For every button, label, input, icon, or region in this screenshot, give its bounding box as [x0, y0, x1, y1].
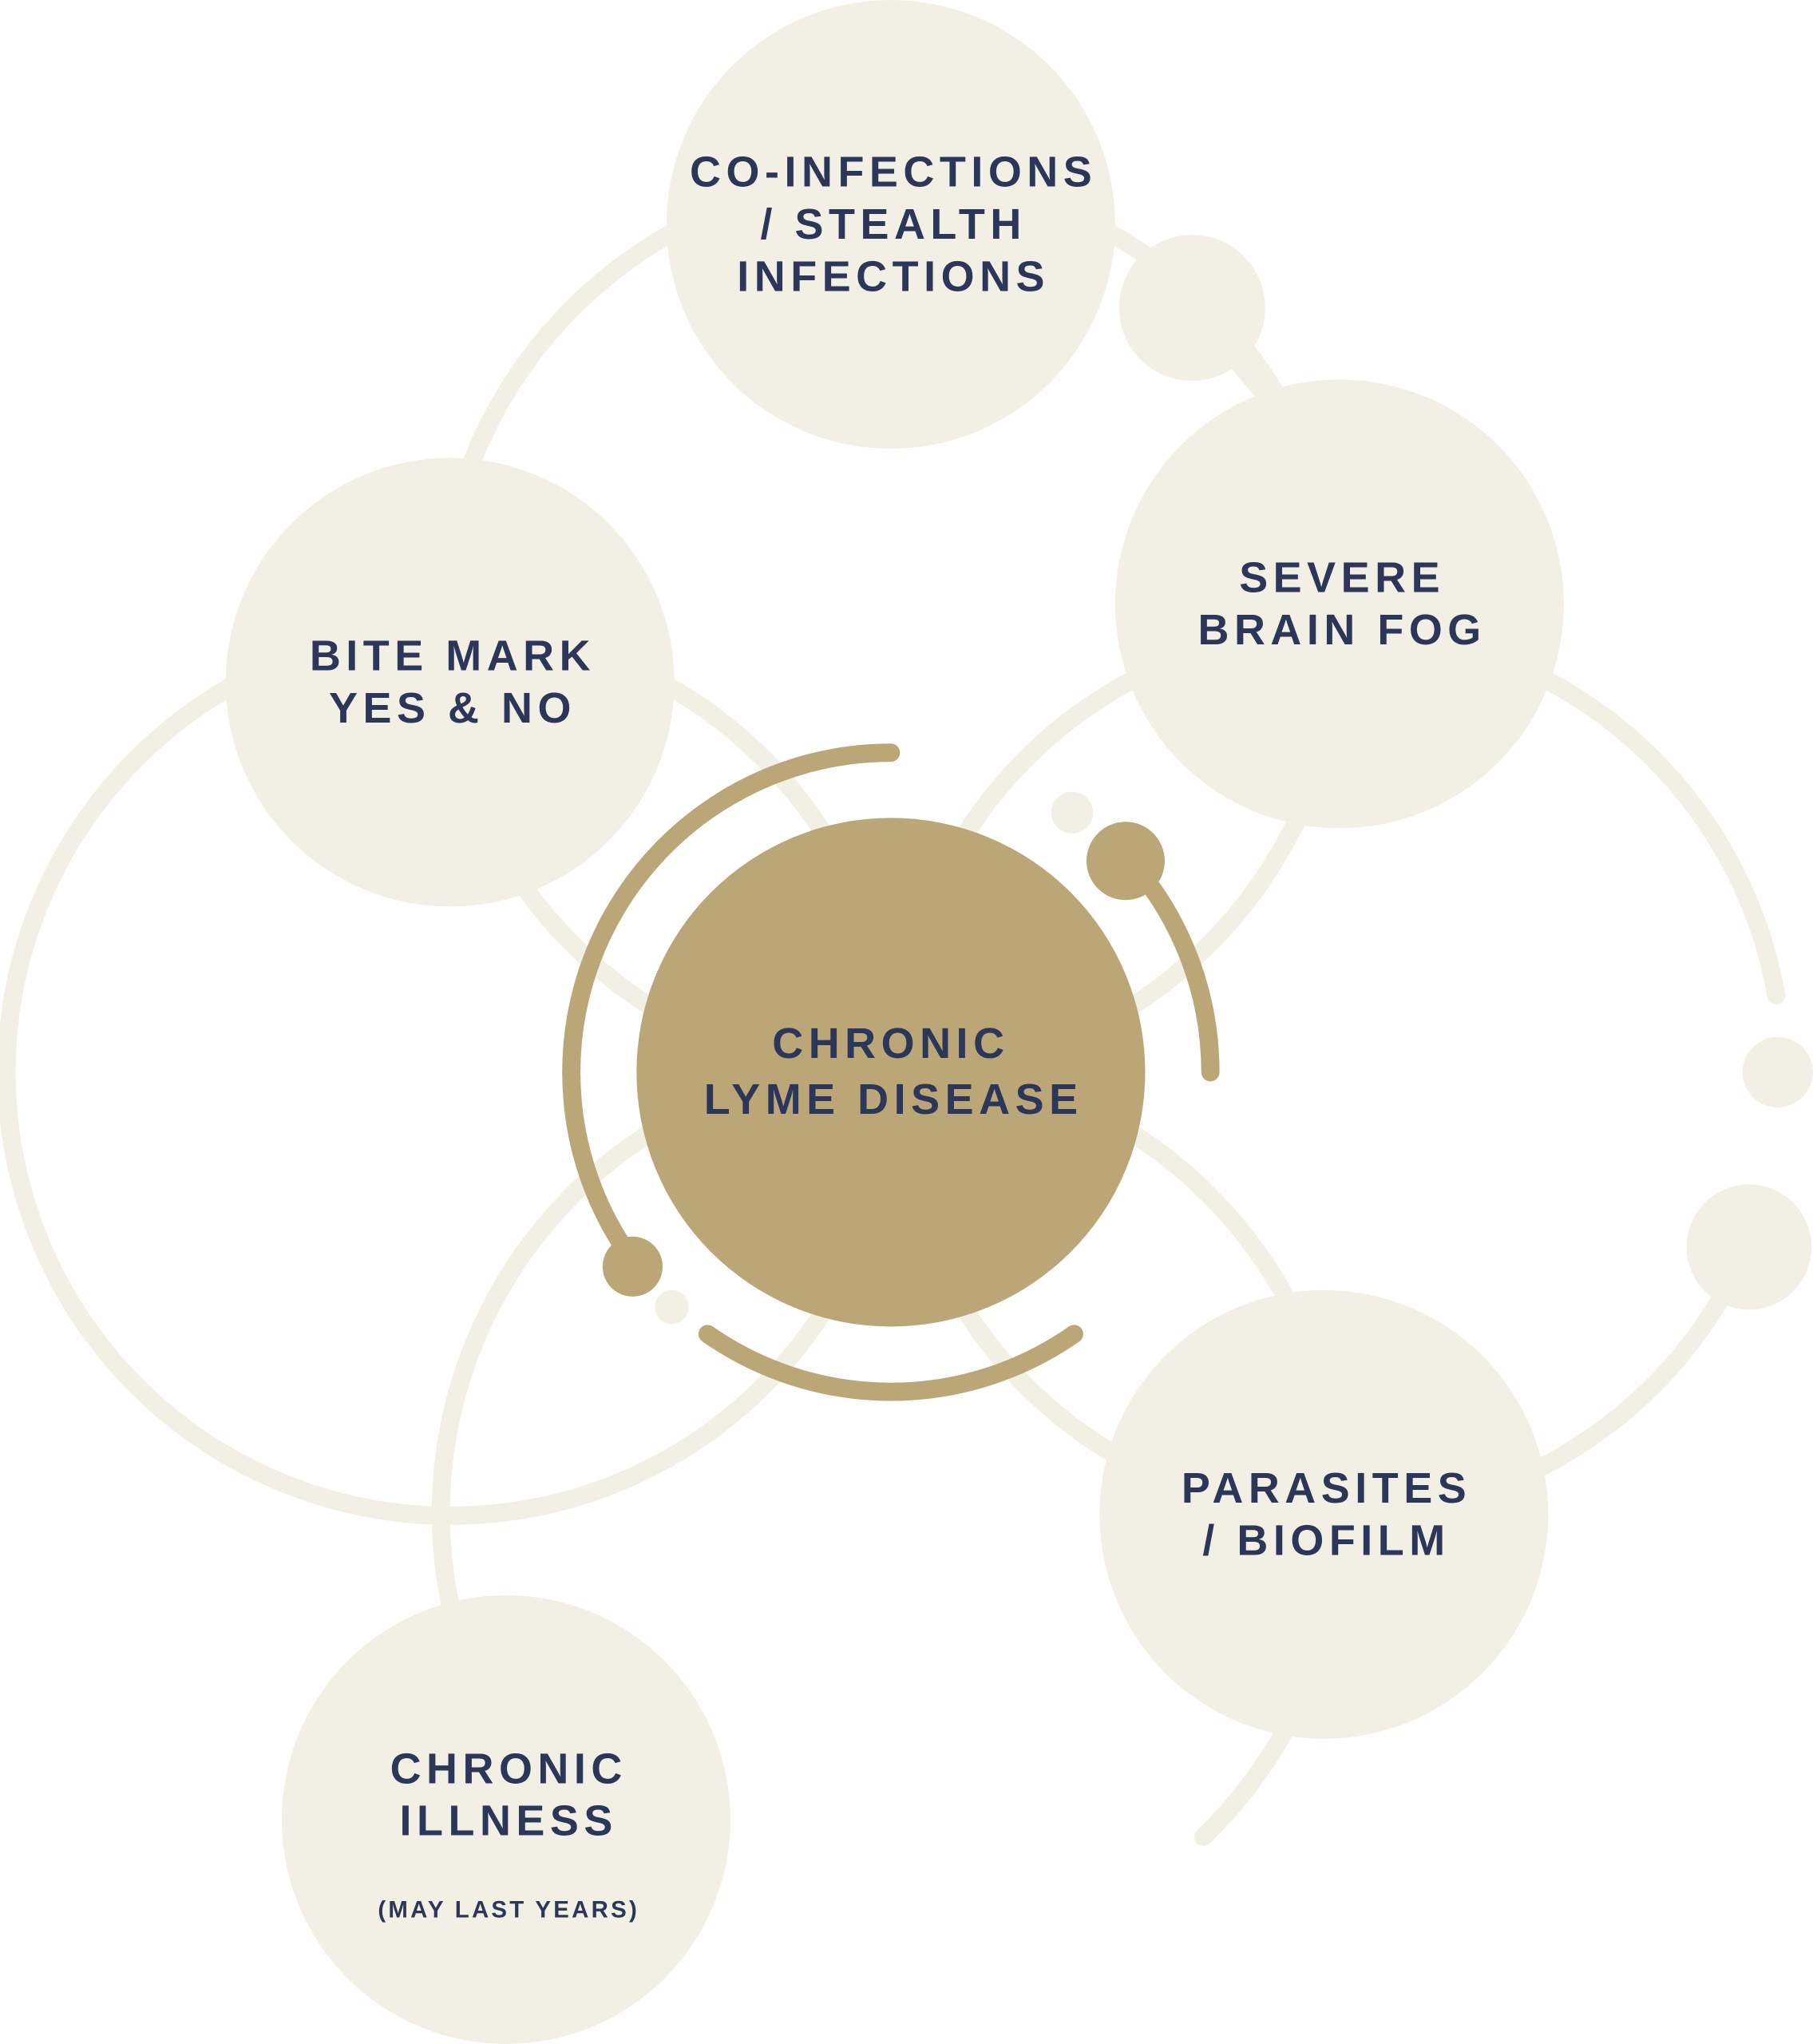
brainfog-label-2: BRAIN FOG	[1198, 606, 1486, 654]
illness-note: (MAY LAST YEARS)	[378, 1897, 639, 1923]
gold-arc-left	[562, 743, 901, 1274]
dot-tiny-2	[655, 1289, 689, 1325]
gold-arc-bottom	[698, 1325, 1083, 1401]
dot-tiny-1	[1051, 791, 1094, 834]
illness-label-1: CHRONIC	[390, 1745, 627, 1792]
center-label-1: CHRONIC	[772, 1020, 1009, 1068]
center-node	[636, 818, 1146, 1327]
center-label-2: LYME DISEASE	[704, 1075, 1083, 1123]
gold-dot-top	[1086, 822, 1165, 901]
node-bitemark	[225, 458, 675, 907]
node-parasites	[1099, 1289, 1549, 1739]
node-coinfections	[666, 0, 1115, 449]
coinfections-label-3: INFECTIONS	[737, 252, 1050, 300]
dot-small-top	[1118, 235, 1265, 382]
gold-dot-left	[602, 1236, 663, 1297]
coinfections-label-2: / STEALTH	[760, 200, 1026, 248]
coinfections-label-1: CO-INFECTIONS	[690, 149, 1097, 196]
brainfog-label-1: SEVERE	[1239, 554, 1445, 602]
dot-right-large	[1686, 1184, 1812, 1310]
bitemark-label-2: YES & NO	[329, 684, 576, 732]
node-illness	[281, 1595, 730, 2044]
parasites-label-2: / BIOFILM	[1202, 1516, 1450, 1564]
dot-right	[1742, 1036, 1813, 1108]
parasites-label-1: PARASITES	[1182, 1464, 1471, 1512]
node-brainfog	[1114, 379, 1564, 829]
bitemark-label-1: BITE MARK	[310, 632, 596, 680]
illness-label-2: ILLNESS	[400, 1797, 618, 1845]
